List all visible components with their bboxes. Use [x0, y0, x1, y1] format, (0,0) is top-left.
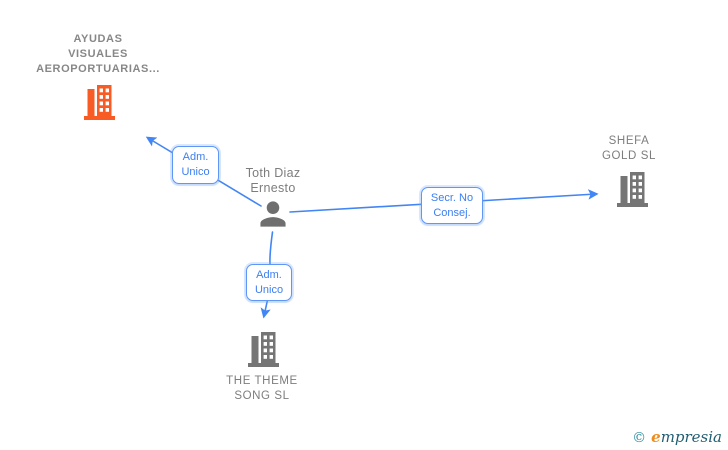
edge-label-adm-unico-bottom[interactable]: Adm. Unico	[246, 264, 292, 301]
building-icon[interactable]	[617, 171, 648, 212]
empresia-logo[interactable]: ©empresia	[632, 428, 722, 446]
edge-label-line: Unico	[254, 283, 284, 296]
building-icon[interactable]	[248, 331, 279, 372]
edge-toth-theme-lower	[260, 299, 271, 319]
company-ayudas-label: AYUDAS VISUALES AEROPORTUARIAS...	[17, 32, 179, 77]
edge-label-line: Secr. No	[430, 191, 474, 204]
company-name-line: VISUALES	[68, 48, 128, 60]
copyright-icon: ©	[632, 430, 647, 446]
company-theme-label: THE THEME SONG SL	[192, 374, 332, 404]
company-name-line: AEROPORTUARIAS...	[36, 63, 160, 75]
edge-label-adm-unico-top[interactable]: Adm. Unico	[172, 146, 219, 184]
person-toth-label: Toth Diaz Ernesto	[213, 166, 333, 196]
edge-label-secr-no-consej[interactable]: Secr. No Consej.	[421, 187, 483, 224]
edge-toth-theme-upper	[269, 231, 274, 265]
person-name-line: Ernesto	[250, 181, 296, 195]
building-icon[interactable]	[84, 84, 115, 125]
company-name-line: THE THEME	[226, 375, 298, 387]
company-name-line: SONG SL	[234, 390, 290, 402]
company-name-line: SHEFA	[608, 135, 650, 147]
edge-label-line: Adm.	[256, 268, 282, 281]
company-name-line: AYUDAS	[73, 33, 123, 45]
person-icon[interactable]	[255, 197, 291, 236]
person-name-line: Toth Diaz	[245, 166, 301, 180]
edge-label-line: Adm.	[182, 151, 209, 163]
company-name-line: GOLD SL	[601, 150, 657, 162]
company-shefa-label: SHEFA GOLD SL	[569, 134, 689, 164]
brand-rest: mpresia	[660, 428, 722, 446]
edge-label-line: Consej.	[433, 206, 471, 219]
edge-label-line: Unico	[181, 166, 210, 178]
brand-leading-letter: e	[651, 428, 661, 446]
